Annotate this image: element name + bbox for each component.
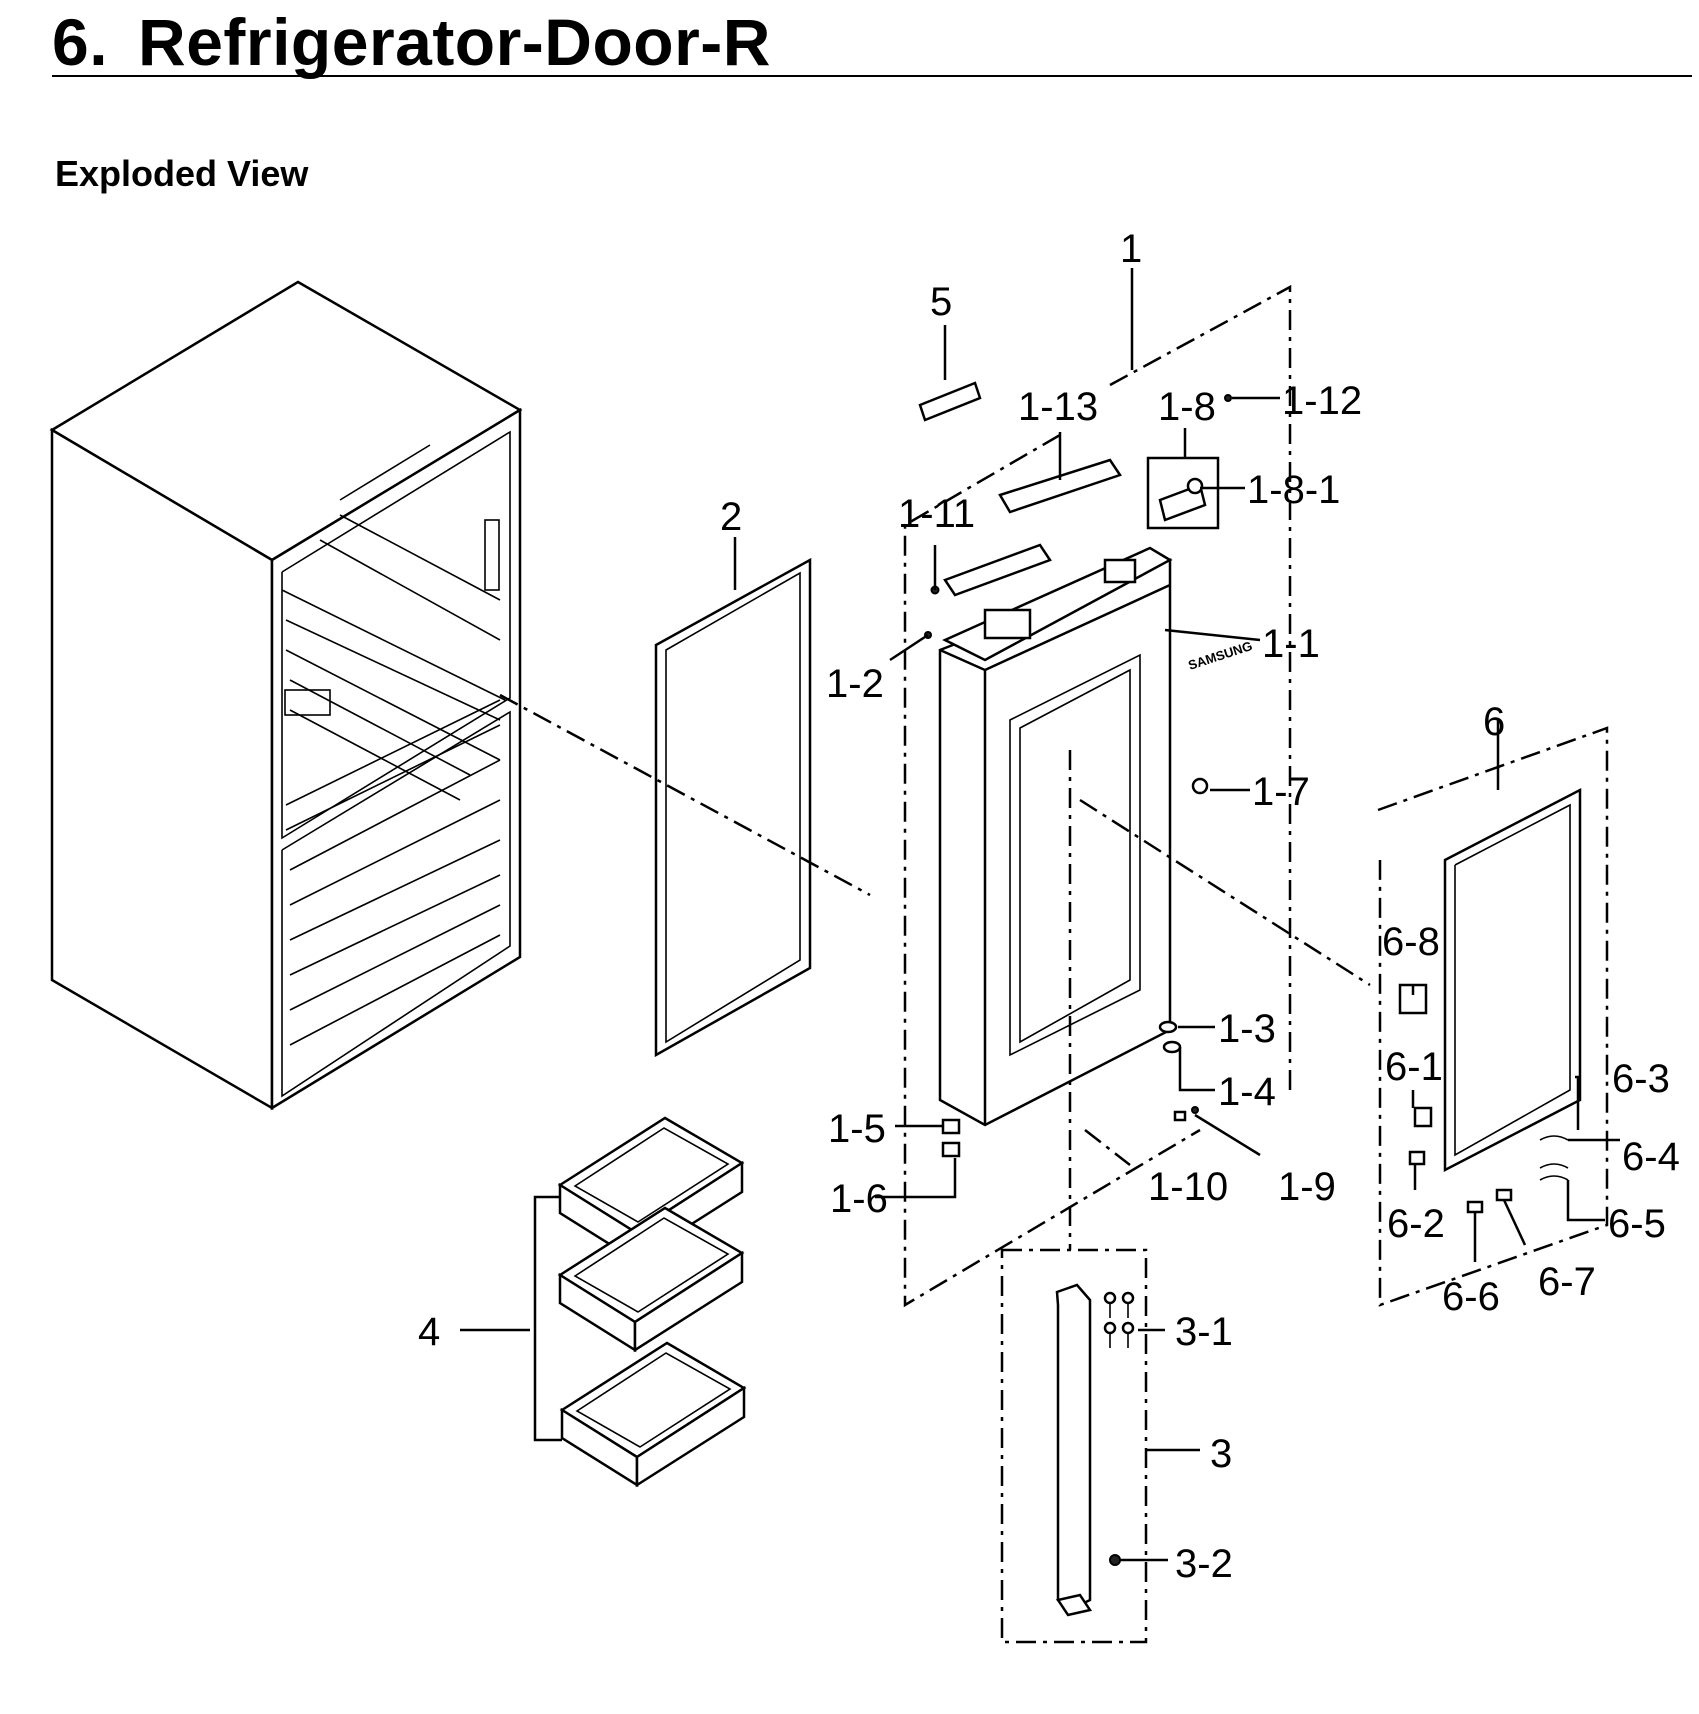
refrigerator-cabinet: [49, 280, 523, 1111]
screw-1-12: [1224, 394, 1232, 402]
callout-1-1: 1-1: [1262, 622, 1320, 666]
callout-3-1: 3-1: [1175, 1310, 1233, 1354]
part-1-6: [941, 1141, 961, 1158]
callout-6-1: 6-1: [1385, 1045, 1443, 1089]
title-rule: [52, 75, 1692, 77]
callout-6-5: 6-5: [1608, 1202, 1666, 1246]
callout-labels: 1 5 1-13 1-8 1-12 1-8-1 1-11 2 1-2 1-1 6…: [418, 227, 1680, 1586]
part-6-7: [1495, 1188, 1513, 1202]
callout-6-6: 6-6: [1442, 1275, 1500, 1319]
assembly-outlines: [499, 284, 1609, 1308]
callout-2: 2: [720, 495, 742, 539]
callout-1-12: 1-12: [1282, 379, 1362, 423]
callout-1-4: 1-4: [1218, 1070, 1276, 1114]
callout-1-2: 1-2: [826, 662, 884, 706]
part-6-1: [1413, 1106, 1433, 1128]
callout-1-8-1: 1-8-1: [1247, 468, 1340, 512]
hinge-part: [1146, 456, 1220, 530]
cap-1-7: [1191, 777, 1209, 795]
callout-1-13: 1-13: [1018, 385, 1098, 429]
handle-screws-3-1: [1103, 1291, 1135, 1348]
callout-6-2: 6-2: [1387, 1202, 1445, 1246]
door-assembly: SAMSUNG: [938, 458, 1254, 1127]
part-1-4: [1162, 1040, 1182, 1054]
callout-6-4: 6-4: [1622, 1135, 1680, 1179]
part-6-2: [1408, 1150, 1426, 1166]
door-handle: [1000, 1248, 1148, 1644]
part-6-6: [1466, 1200, 1484, 1214]
callout-3-2: 3-2: [1175, 1542, 1233, 1586]
callout-1-7: 1-7: [1252, 770, 1310, 814]
leader-lines: [460, 268, 1620, 1562]
door-panel: [1398, 787, 1582, 1214]
callout-1-3: 1-3: [1218, 1007, 1276, 1051]
callout-1-9: 1-9: [1278, 1165, 1336, 1209]
handle-cap-3-2: [1109, 1554, 1121, 1566]
callout-5: 5: [930, 280, 952, 324]
callout-1-6: 1-6: [830, 1177, 888, 1221]
callout-6-7: 6-7: [1538, 1260, 1596, 1304]
callout-3: 3: [1210, 1432, 1232, 1476]
section-number: 6.: [52, 5, 109, 79]
callout-1-11: 1-11: [898, 492, 975, 536]
page-title: 6. Refrigerator-Door-R: [52, 2, 771, 82]
part-1-5: [941, 1118, 961, 1135]
section-heading: Exploded View: [55, 153, 309, 194]
callout-6: 6: [1483, 700, 1505, 744]
hinge-cover-part: [918, 381, 982, 422]
part-1-10: [1173, 1110, 1187, 1122]
callout-1-8: 1-8: [1158, 385, 1216, 429]
door-logo: SAMSUNG: [1186, 638, 1254, 673]
callout-6-3: 6-3: [1612, 1057, 1670, 1101]
callout-1-10: 1-10: [1148, 1165, 1228, 1209]
door-gasket: [654, 557, 812, 1058]
part-6-4: [1539, 1135, 1569, 1141]
section-title: Refrigerator-Door-R: [138, 5, 771, 79]
callout-1: 1: [1120, 227, 1142, 271]
part-1-3: [1158, 1020, 1178, 1034]
part-1-9: [1191, 1106, 1199, 1114]
callout-4: 4: [418, 1310, 440, 1354]
part-6-5: [1539, 1163, 1569, 1181]
callout-6-8: 6-8: [1382, 920, 1440, 964]
door-bins: [557, 1116, 747, 1488]
callout-1-5: 1-5: [828, 1107, 886, 1151]
